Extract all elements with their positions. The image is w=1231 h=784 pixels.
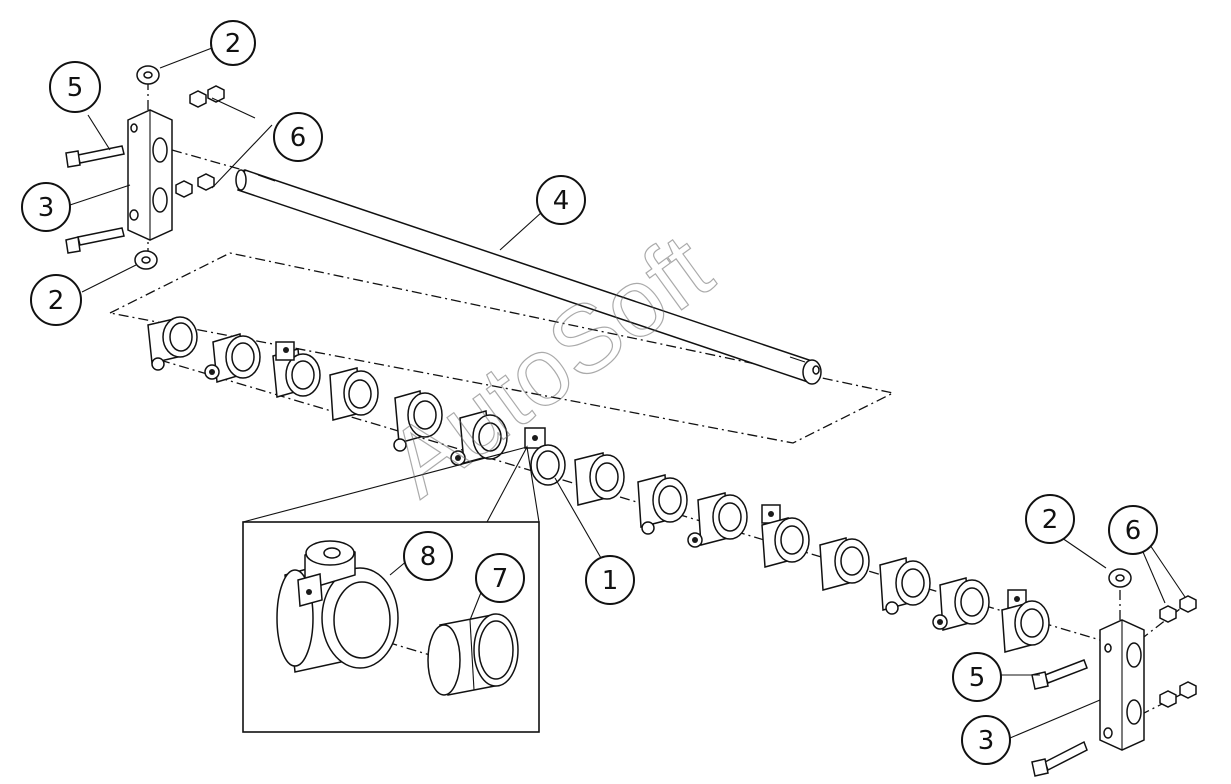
bracket-left [127, 109, 173, 241]
bearing [879, 557, 931, 615]
callout-5-right: 5 [952, 652, 1002, 702]
bearing [687, 492, 748, 548]
bearing [574, 452, 625, 506]
bearing [819, 537, 870, 591]
callout-3-left: 3 [21, 182, 71, 232]
svg-text:5: 5 [969, 663, 986, 693]
bearing [393, 390, 443, 452]
callout-2-right: 2 [1025, 494, 1075, 544]
bracket-right [1099, 619, 1145, 751]
callout-7: 7 [475, 553, 525, 603]
bearing [450, 410, 508, 466]
svg-text:1: 1 [602, 566, 619, 596]
bearing [1001, 589, 1050, 653]
bearing [204, 333, 261, 383]
leader-lines [69, 47, 1186, 739]
svg-text:3: 3 [38, 193, 55, 223]
detail-inset [242, 445, 540, 733]
bolts-left [65, 145, 125, 254]
svg-text:3: 3 [978, 726, 995, 756]
bearing [637, 474, 688, 535]
callout-4: 4 [536, 175, 586, 225]
callout-2-left: 2 [30, 274, 82, 326]
bearing [272, 341, 321, 398]
callout-8: 8 [403, 531, 453, 581]
svg-text:6: 6 [1125, 516, 1142, 546]
svg-text:6: 6 [290, 123, 307, 153]
callout-2-top: 2 [210, 20, 256, 66]
bearing [761, 504, 810, 568]
svg-text:8: 8 [420, 542, 437, 572]
svg-text:7: 7 [492, 564, 509, 594]
svg-text:2: 2 [1042, 505, 1059, 535]
bearing [524, 427, 566, 486]
svg-text:2: 2 [225, 29, 242, 59]
bearing [329, 367, 379, 421]
washers [134, 65, 1132, 588]
callout-5-left: 5 [49, 61, 101, 113]
callout-6-right: 6 [1108, 505, 1158, 555]
svg-text:2: 2 [48, 286, 65, 316]
callouts: 2 5 6 3 4 2 8 7 1 2 6 5 3 [21, 20, 1158, 765]
svg-text:4: 4 [553, 186, 570, 216]
shaft [235, 169, 822, 385]
bearing-row [147, 316, 1050, 653]
bushing-detail [427, 613, 519, 696]
callout-1: 1 [585, 555, 635, 605]
svg-text:5: 5 [67, 73, 84, 103]
bearing [147, 316, 198, 371]
bearing [932, 577, 990, 631]
bearing-housing-detail [276, 540, 399, 673]
callout-3-right: 3 [961, 715, 1011, 765]
bolts-right [1031, 659, 1088, 777]
callout-6-left: 6 [273, 112, 323, 162]
